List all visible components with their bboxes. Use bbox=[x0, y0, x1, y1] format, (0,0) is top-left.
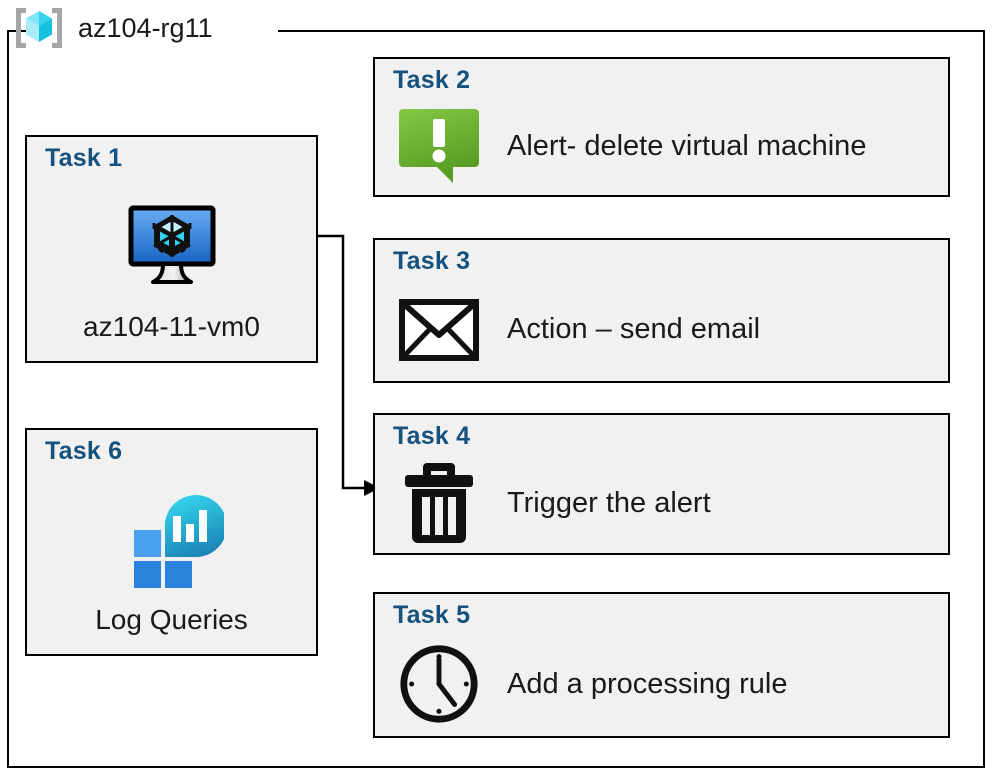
card-task4-label: Trigger the alert bbox=[507, 486, 711, 519]
card-task2[interactable]: Task 2 Alert- delete virtual machine bbox=[373, 57, 950, 197]
card-task3[interactable]: Task 3 Action – send email bbox=[373, 238, 950, 383]
clock-icon bbox=[397, 642, 481, 726]
card-task4[interactable]: Task 4 Trigger the alert bbox=[373, 413, 950, 555]
resource-group-container bbox=[7, 30, 985, 768]
card-task6-caption: Log Queries bbox=[95, 604, 248, 635]
resource-group-header: az104-rg11 bbox=[10, 4, 213, 52]
card-task2-label: Alert- delete virtual machine bbox=[507, 129, 867, 162]
card-task5-title: Task 5 bbox=[393, 601, 471, 629]
resource-group-label-mask bbox=[30, 22, 278, 40]
envelope-icon bbox=[397, 288, 481, 372]
trash-icon bbox=[397, 461, 481, 545]
card-task2-title: Task 2 bbox=[393, 66, 471, 94]
card-task3-label: Action – send email bbox=[507, 313, 761, 345]
alert-bubble-icon bbox=[397, 104, 481, 188]
card-task6-title: Task 6 bbox=[45, 437, 123, 465]
virtual-machine-icon bbox=[27, 192, 316, 302]
card-task4-title: Task 4 bbox=[393, 422, 471, 450]
card-task6[interactable]: Task 6 Log Queri bbox=[25, 428, 318, 656]
card-task5-label: Add a processing rule bbox=[507, 667, 788, 700]
card-task1[interactable]: Task 1 bbox=[25, 135, 318, 363]
log-analytics-icon bbox=[27, 485, 316, 595]
card-task5[interactable]: Task 5 Add a processing rule bbox=[373, 592, 950, 738]
card-task3-title: Task 3 bbox=[393, 247, 471, 275]
resource-group-name: az104-rg11 bbox=[78, 12, 213, 43]
card-task1-title: Task 1 bbox=[45, 144, 123, 172]
card-task1-caption: az104-11-vm0 bbox=[83, 311, 260, 342]
resource-group-icon bbox=[10, 4, 68, 52]
